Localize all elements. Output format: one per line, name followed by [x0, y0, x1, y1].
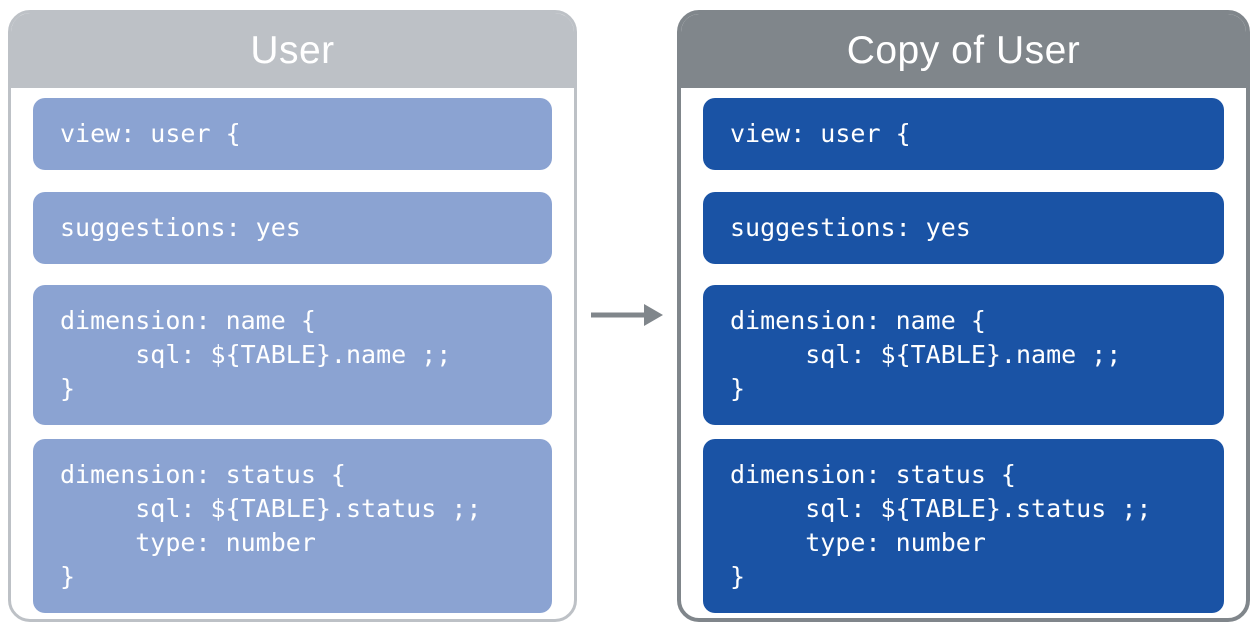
user-panel-body: view: user { suggestions: yes dimension:… [11, 88, 574, 619]
code-line: view: user { [730, 119, 911, 148]
code-line: suggestions: yes [60, 213, 301, 242]
copy-of-user-panel-title: Copy of User [846, 29, 1081, 72]
code-block-view: view: user { [703, 98, 1224, 170]
code-block-dimension-status: dimension: status { sql: ${TABLE}.status… [33, 439, 552, 613]
user-panel-title: User [250, 28, 335, 72]
code-block-suggestions: suggestions: yes [33, 192, 552, 264]
user-panel: User view: user { suggestions: yes dimen… [8, 10, 577, 622]
code-line: sql: ${TABLE}.status ;; [730, 494, 1152, 523]
code-line: } [60, 562, 76, 591]
copy-of-user-panel-body: view: user { suggestions: yes dimension:… [681, 88, 1246, 618]
code-block-dimension-name: dimension: name { sql: ${TABLE}.name ;; … [33, 285, 552, 425]
copy-arrow-icon [591, 304, 663, 326]
code-block-suggestions: suggestions: yes [703, 192, 1224, 264]
code-line: suggestions: yes [730, 213, 971, 242]
code-line: dimension: name { [60, 306, 316, 335]
code-line: view: user { [60, 119, 241, 148]
code-line: } [730, 562, 746, 591]
code-line: sql: ${TABLE}.status ;; [60, 494, 482, 523]
code-line: type: number [730, 528, 986, 557]
copy-of-user-panel-header: Copy of User [681, 14, 1246, 88]
code-line: } [730, 374, 746, 403]
code-block-dimension-name: dimension: name { sql: ${TABLE}.name ;; … [703, 285, 1224, 425]
code-block-dimension-status: dimension: status { sql: ${TABLE}.status… [703, 439, 1224, 613]
code-line: dimension: status { [60, 460, 346, 489]
code-line: sql: ${TABLE}.name ;; [730, 340, 1122, 369]
code-line: } [60, 374, 76, 403]
code-line: sql: ${TABLE}.name ;; [60, 340, 452, 369]
code-line: type: number [60, 528, 316, 557]
code-block-view: view: user { [33, 98, 552, 170]
copy-of-user-panel: Copy of User view: user { suggestions: y… [677, 10, 1250, 622]
code-line: dimension: status { [730, 460, 1016, 489]
code-line: dimension: name { [730, 306, 986, 335]
user-panel-header: User [11, 13, 574, 88]
